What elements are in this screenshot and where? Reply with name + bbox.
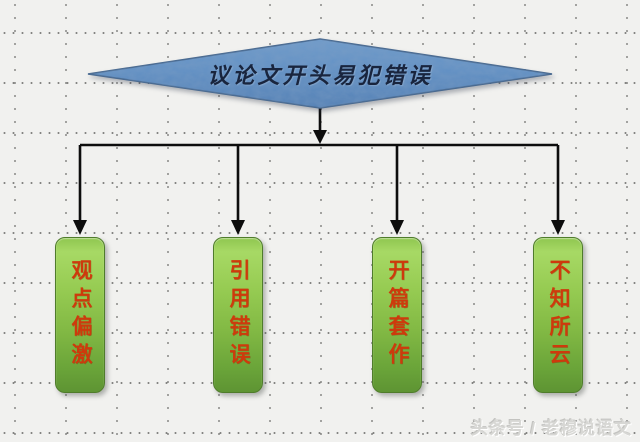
root-diamond-shape bbox=[87, 38, 553, 109]
node-label: 观点偏激 bbox=[69, 259, 92, 371]
root-diamond-texture bbox=[88, 39, 552, 108]
arrowhead-3 bbox=[390, 220, 404, 235]
node-label: 开篇套作 bbox=[386, 259, 409, 371]
node-label: 引用错误 bbox=[227, 259, 250, 371]
arrowhead-1 bbox=[73, 220, 87, 235]
node-yinyong-cuowu: 引用错误 bbox=[213, 237, 263, 393]
root-node-label: 议论文开头易犯错误 bbox=[207, 62, 433, 88]
node-buzhi-suoyun: 不知所云 bbox=[533, 237, 583, 393]
arrowhead-root bbox=[313, 130, 327, 144]
arrowhead-2 bbox=[231, 220, 245, 235]
node-guandian-pianji: 观点偏激 bbox=[55, 237, 105, 393]
node-kaipian-taozuo: 开篇套作 bbox=[372, 237, 422, 393]
node-label: 不知所云 bbox=[547, 259, 570, 371]
arrowheads bbox=[73, 130, 565, 235]
arrowhead-4 bbox=[551, 220, 565, 235]
watermark-text: 头条号 / 老穆说语文 bbox=[470, 419, 632, 438]
